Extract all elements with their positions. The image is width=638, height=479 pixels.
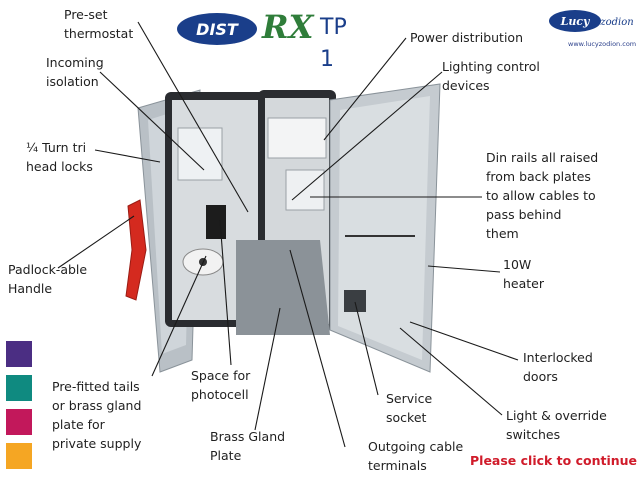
swatch-purple	[6, 341, 32, 367]
leader-line-group	[57, 21, 519, 448]
leader-power-distribution	[323, 37, 407, 141]
padlock-handle-shape	[125, 199, 147, 301]
tp-logo: TP 1	[320, 15, 347, 72]
lucy-zodion-logo: Lucy zodion	[549, 10, 633, 32]
breaker-rail	[267, 117, 327, 159]
leader-tri-locks	[94, 149, 161, 163]
label-lighting-control: Lighting control devices	[442, 59, 540, 93]
label-pre-fitted-tails: Pre-fitted tails or brass gland plate fo…	[52, 379, 142, 451]
leader-incoming-isolation	[99, 71, 205, 171]
right-door-inner	[338, 96, 430, 360]
label-turn-tri-locks: ¼ Turn tri head locks	[26, 140, 93, 174]
continue-link[interactable]: Please click to continue	[470, 453, 638, 468]
leader-outgoing	[289, 249, 346, 448]
label-heater: 10W heater	[503, 257, 545, 291]
leader-light-override	[399, 327, 503, 416]
leader-heater	[427, 265, 501, 273]
leader-brass-gland	[254, 307, 281, 431]
dist-logo-text: DIST	[196, 20, 239, 39]
dist-logo: DIST	[177, 13, 257, 45]
lower-base	[236, 240, 330, 335]
rx-logo: RX	[262, 8, 314, 46]
leader-service-socket	[354, 301, 379, 396]
photocell-box	[206, 205, 226, 239]
label-power-distribution: Power distribution	[410, 30, 524, 45]
swatch-magenta	[6, 409, 32, 435]
brand-zodion-text: zodion	[599, 17, 633, 28]
label-preset-thermostat: Pre-set thermostat	[64, 7, 134, 41]
label-brass-gland: Brass Gland Plate	[210, 429, 286, 463]
leader-preset-thermostat	[137, 21, 249, 213]
brand-lucy-text: Lucy	[560, 15, 591, 28]
leader-pre-fitted	[151, 255, 207, 377]
swatch-teal	[6, 375, 32, 401]
label-interlocked-doors: Interlocked doors	[523, 350, 593, 384]
leader-padlock	[57, 215, 135, 269]
brand-url: www.lucyzodion.com	[568, 40, 637, 48]
label-incoming-isolation: Incoming isolation	[46, 55, 104, 89]
label-padlock-handle: Padlock-able Handle	[8, 262, 88, 296]
socket-box	[344, 290, 366, 312]
lighting-contactors	[285, 169, 325, 211]
leader-interlocked	[409, 321, 519, 361]
label-space-photocell: Space for photocell	[191, 368, 251, 402]
label-service-socket: Service socket	[386, 391, 433, 425]
label-light-override: Light & override switches	[506, 408, 607, 442]
leader-lighting-control	[291, 71, 443, 201]
label-din-rails: Din rails all raised from back plates to…	[486, 150, 599, 241]
label-outgoing-cable: Outgoing cable terminals	[368, 439, 464, 473]
leader-photocell	[219, 219, 232, 366]
door-cable	[345, 235, 415, 237]
isolator-block	[177, 127, 223, 181]
swatch-orange	[6, 443, 32, 469]
